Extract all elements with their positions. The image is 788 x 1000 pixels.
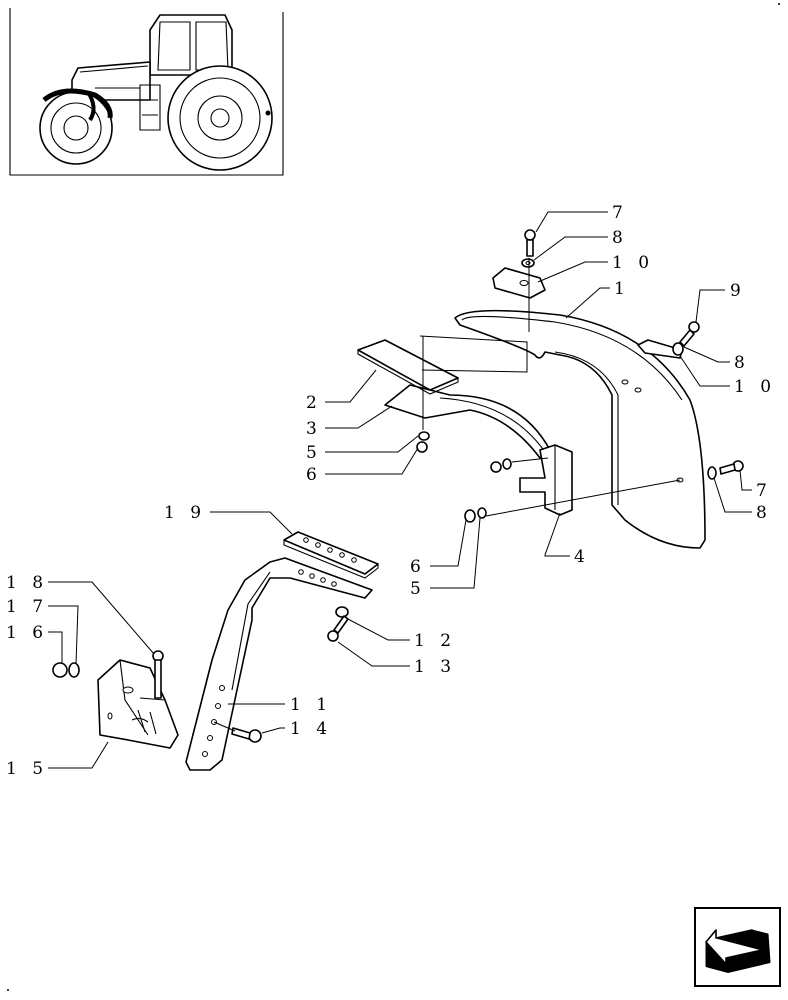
callout-2: 2: [306, 393, 322, 413]
callout-3: 3: [306, 419, 322, 439]
washer-17: [68, 662, 80, 678]
callout-14: 1 4: [290, 719, 332, 739]
callout-7-top: 7: [612, 203, 628, 223]
nut-16: [52, 662, 68, 678]
callout-8-top: 8: [612, 228, 628, 248]
callout-7-right: 7: [756, 481, 772, 501]
callout-11: 1 1: [290, 695, 332, 715]
bracket-part-4: [519, 444, 573, 516]
callout-6-lower: 6: [410, 557, 426, 577]
corner-dot-bottom: [7, 989, 9, 991]
bolt-14: [231, 727, 262, 743]
clamp-plate-part-10: [492, 267, 546, 299]
callout-17: 1 7: [6, 597, 48, 617]
nut-pair-lower: [464, 507, 487, 523]
bolt-7-right: [719, 460, 744, 475]
mounting-bracket-part-15: [97, 659, 179, 749]
washer-8-top: [521, 258, 535, 268]
callout-16: 1 6: [6, 623, 48, 643]
callout-labels: 7 8 1 0 1 9 8 1 0 2 3 5 6 7 8 1 9 6 5 4 …: [6, 203, 776, 779]
washer-12: [335, 606, 349, 618]
callout-12: 1 2: [414, 631, 456, 651]
spacer-plate-part-2: [357, 339, 459, 395]
washer-5-mid: [418, 431, 430, 441]
callout-5-lower: 5: [410, 579, 426, 599]
callout-1: 1: [614, 279, 630, 299]
callout-15: 1 5: [6, 759, 48, 779]
callout-18: 1 8: [6, 573, 48, 593]
callout-9: 9: [730, 281, 746, 301]
support-arm-part-11: [185, 557, 373, 771]
washer-8-lower: [707, 466, 717, 480]
bolt-13: [327, 615, 349, 642]
front-fender-part: [454, 309, 706, 549]
nut-pair-bracket: [490, 458, 512, 473]
top-plate-part-19: [283, 531, 379, 579]
callout-8-right: 8: [734, 353, 750, 373]
bolt-7-top: [524, 229, 536, 257]
callout-10-right: 1 0: [734, 377, 776, 397]
callout-8-lower: 8: [756, 503, 772, 523]
bolt-18: [152, 650, 164, 699]
assembly-guides: [419, 258, 681, 517]
nut-6-mid: [416, 441, 428, 453]
bolt-9: [679, 321, 700, 347]
callout-5-mid: 5: [306, 443, 322, 463]
corner-dot-top: [778, 3, 780, 5]
leader-lines: [48, 211, 752, 769]
callout-4: 4: [574, 547, 590, 567]
callout-19: 1 9: [164, 503, 206, 523]
callout-13: 1 3: [414, 657, 456, 677]
fender-bracket-arm: [384, 384, 551, 459]
next-page-arrow-icon[interactable]: [694, 907, 781, 987]
washer-8-right: [672, 342, 684, 356]
tractor-thumbnail-icon: [9, 8, 284, 176]
callout-10-top: 1 0: [612, 253, 654, 273]
callout-6-mid: 6: [306, 465, 322, 485]
